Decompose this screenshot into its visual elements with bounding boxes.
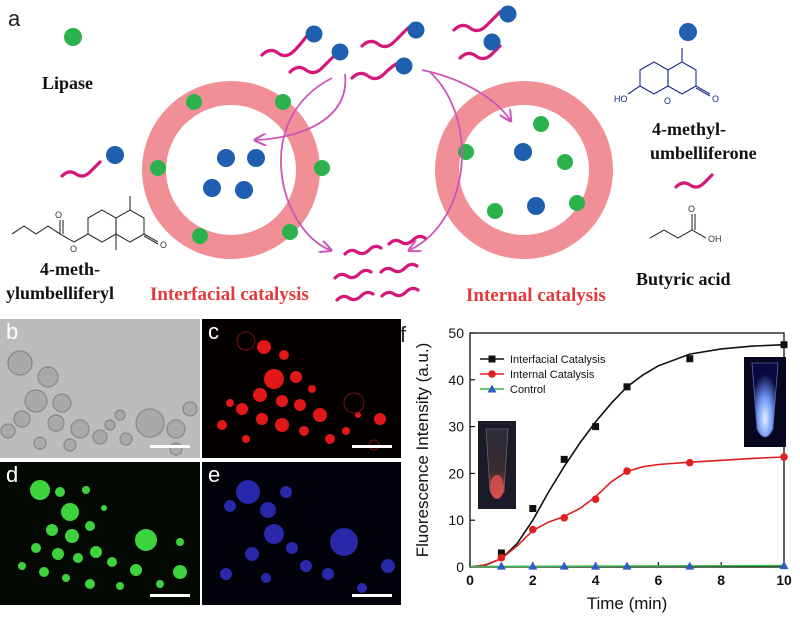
butyric-acid-structure: [649, 214, 707, 239]
data-point: [497, 549, 505, 557]
schematic-diagram: O O O HO O O O OH: [11, 5, 722, 302]
butyric-acid-structure-oh: OH: [708, 234, 722, 244]
data-point: [529, 525, 537, 534]
legend-label: Control: [510, 384, 545, 396]
interfacial-catalysis-label: Interfacial catalysis: [150, 284, 309, 305]
butyric-acid-chain-icon: [674, 173, 714, 189]
y-tick-label: 50: [448, 325, 464, 341]
data-point: [591, 561, 601, 570]
internal-catalysis-label: Internal catalysis: [466, 285, 606, 306]
data-point: [622, 561, 632, 570]
substrate-structure-o3: O: [160, 240, 167, 250]
x-tick-label: 0: [466, 572, 474, 588]
y-tick-label: 10: [448, 512, 464, 528]
x-tick-label: 4: [592, 572, 600, 588]
internal-droplet: [435, 81, 613, 259]
data-point: [559, 561, 569, 570]
legend-marker: [488, 370, 496, 378]
y-tick-label: 30: [448, 419, 464, 435]
internal-substrate-molecules: [514, 143, 545, 215]
umbelliferone-structure: [627, 48, 711, 97]
interfacial-lipases: [150, 94, 330, 244]
x-tick-label: 10: [776, 572, 792, 588]
series-2: [469, 453, 788, 568]
substrate-structure-o2: O: [70, 244, 77, 254]
data-point: [591, 495, 600, 503]
micrograph-e: e: [202, 462, 401, 605]
micrograph-b: b: [0, 319, 200, 458]
data-point: [560, 514, 568, 522]
legend-marker: [488, 355, 496, 363]
substrate-label-line1: 4-meth-: [40, 259, 100, 279]
umbelliferone-icon: [679, 23, 697, 41]
inset-photo-red-tube: [478, 421, 516, 509]
umbelliferone-structure-ho: HO: [614, 94, 628, 104]
butyric-acid-structure-o: O: [688, 204, 695, 214]
y-tick-label: 0: [456, 559, 464, 575]
data-point: [780, 341, 788, 349]
data-point: [685, 561, 695, 570]
micrograph-letter-e: e: [208, 462, 221, 487]
data-point: [529, 505, 537, 512]
scale-bar: [150, 445, 190, 448]
panel-a: a: [6, 5, 757, 306]
y-axis-label: Fluorescence Intensity (a.u.): [413, 343, 432, 557]
substrate-structure: [11, 196, 159, 250]
reaction-arrows: [256, 69, 510, 250]
series-1: [469, 341, 788, 568]
butyric-acid-label: Butyric acid: [636, 269, 731, 289]
micrograph-c: c: [202, 319, 401, 458]
substrate-label-line2: ylumbelliferyl: [6, 283, 114, 303]
data-point: [623, 383, 631, 391]
x-tick-label: 6: [655, 572, 663, 588]
interfacial-droplet: [142, 81, 320, 259]
umbelliferone-label-line2: umbelliferone: [650, 143, 757, 163]
scale-bar: [352, 445, 392, 448]
data-point: [686, 355, 694, 363]
micrograph-d: d: [0, 462, 200, 605]
data-point: [592, 423, 600, 431]
data-point: [686, 458, 694, 467]
x-axis-label: Time (min): [587, 594, 668, 613]
x-tick-label: 2: [529, 572, 537, 588]
data-point: [497, 553, 506, 562]
data-point: [560, 455, 568, 463]
lipase-label: Lipase: [42, 73, 94, 93]
x-tick-label: 8: [717, 572, 725, 588]
data-point: [780, 453, 788, 461]
lipase-icon: [64, 28, 82, 46]
panel-letter-a: a: [8, 6, 21, 31]
data-point: [623, 467, 631, 475]
scale-bar: [150, 594, 190, 597]
panel-letter-f: f: [400, 322, 407, 347]
y-tick-label: 20: [448, 465, 464, 481]
micrograph-letter-c: c: [208, 319, 219, 344]
interfacial-substrate-molecules: [203, 149, 265, 199]
scale-bar: [352, 594, 392, 597]
internal-lipases: [458, 116, 585, 219]
series-line: [469, 343, 785, 568]
micrograph-letter-b: b: [6, 319, 19, 344]
substrate-icon: [60, 146, 124, 178]
umbelliferone-structure-o2: O: [712, 94, 719, 104]
umbelliferone-structure-o1: O: [664, 96, 671, 106]
data-point: [496, 561, 506, 570]
micrograph-letter-d: d: [6, 462, 19, 487]
inset-photo-blue-tube: [744, 357, 786, 447]
free-substrate-molecules: [260, 10, 502, 81]
umbelliferone-label-line1: 4-methyl-: [652, 119, 726, 139]
data-point: [779, 561, 789, 570]
legend-marker: [487, 384, 497, 393]
product-chains: [333, 234, 427, 302]
y-tick-label: 40: [448, 372, 464, 388]
series-3: [469, 561, 789, 570]
legend-label: Interfacial Catalysis: [510, 354, 606, 366]
legend-label: Internal Catalysis: [510, 369, 595, 381]
data-point: [528, 561, 538, 570]
substrate-structure-o1: O: [55, 210, 62, 220]
